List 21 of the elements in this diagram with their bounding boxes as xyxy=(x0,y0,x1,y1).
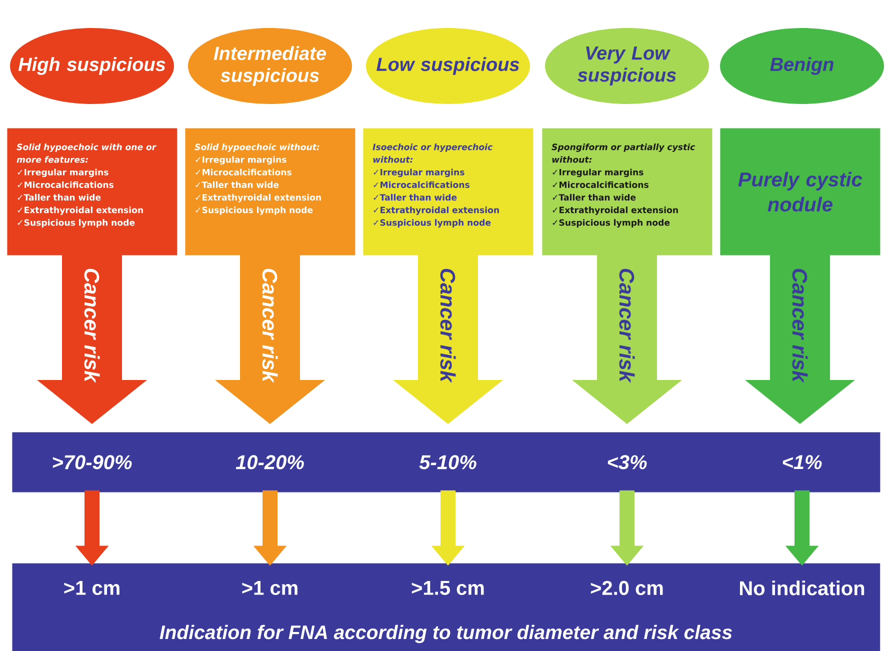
risk-percentage: <1% xyxy=(782,455,822,470)
risk-band xyxy=(12,432,880,492)
risk-percentage: <3% xyxy=(608,455,647,470)
node-label: Cancer risk xyxy=(619,268,635,384)
node-label: Cancer risk xyxy=(792,268,808,384)
node-label: Cancer risk xyxy=(262,268,278,384)
size-threshold: >2.0 cm xyxy=(590,580,663,596)
criteria-box: Spongiform or partially cystic without: ✓Irregular margins ✓Microcalcifications ✓Taller than wide ✓Extrathyroidal extension ✓Suspicious lymph node xyxy=(542,128,712,256)
risk-percentage: 5-10% xyxy=(419,455,476,470)
size-threshold: >1 cm xyxy=(242,581,298,595)
node-label: Cancer risk xyxy=(440,268,456,384)
size-threshold: >1.5 cm xyxy=(412,581,484,595)
size-threshold: No indication xyxy=(740,580,864,596)
criteria-box: Purely cystic nodule xyxy=(720,128,880,256)
node-label: Cancer risk xyxy=(84,268,100,384)
risk-percentage: >70-90% xyxy=(52,455,132,470)
size-threshold: >1 cm xyxy=(64,581,120,595)
risk-percentage: 10-20% xyxy=(236,455,304,470)
criteria-box: Solid hypoechoic without: ✓Irregular margins ✓Microcalcifications ✓Taller than wide ✓Extrathyroidal extension ✓Suspicious lymph node xyxy=(185,128,356,256)
criteria-box: Solid hypoechoic with one or more features: ✓Irregular margins ✓Microcalcifications ✓Taller than wide ✓Extrathyroidal extension ✓Suspicious lymph node xyxy=(7,128,178,256)
criteria-box: Isoechoic or hyperechoic without: ✓Irregular margins ✓Microcalcifications ✓Taller than wide ✓Extrathyroidal extension ✓Suspicious lymph node xyxy=(363,128,534,256)
